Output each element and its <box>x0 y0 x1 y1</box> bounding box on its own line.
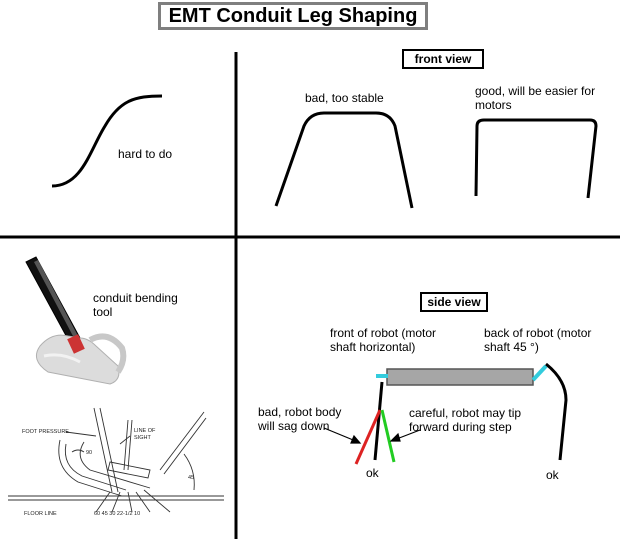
good-label-line2: motors <box>475 98 512 112</box>
side-view-tag: side view <box>420 292 488 312</box>
s-curve-leg <box>52 96 162 186</box>
angle-90-label: 90 <box>86 450 92 456</box>
front-robot-label-line2: shaft horizontal) <box>330 340 415 354</box>
hard-to-do-label: hard to do <box>118 147 172 161</box>
good-leg-shape <box>476 120 596 198</box>
back-leg-ok <box>546 364 566 460</box>
floor-line-label: FLOOR LINE <box>24 511 57 517</box>
angle-45-label: 45 <box>188 475 194 481</box>
back-motor-shaft <box>533 366 546 380</box>
bad-too-stable-label: bad, too stable <box>305 91 384 105</box>
ok-right-label: ok <box>546 468 559 482</box>
bad-sag-label-line2: will sag down <box>258 419 329 433</box>
front-view-tag: front view <box>402 49 484 69</box>
front-robot-label-line1: front of robot (motor <box>330 326 436 340</box>
careful-leg <box>382 410 394 462</box>
back-robot-label-line2: shaft 45 °) <box>484 340 539 354</box>
tool-label-line1: conduit bending <box>93 291 178 305</box>
foot-pressure-label: FOOT PRESSURE <box>22 429 69 435</box>
careful-label-line2: forward during step <box>409 420 512 434</box>
bender-schematic <box>8 408 224 512</box>
angle-scale-label: 60 45 30 22-1/2 10 <box>94 511 140 517</box>
good-label-line1: good, will be easier for <box>475 84 595 98</box>
bad-sag-label-line1: bad, robot body <box>258 405 341 419</box>
bending-tool-image <box>26 257 123 384</box>
tool-label-line2: tool <box>93 305 112 319</box>
robot-body <box>387 369 533 385</box>
line-of-sight-label-2: SIGHT <box>134 435 151 441</box>
bad-arrow <box>324 428 360 443</box>
careful-label-line1: careful, robot may tip <box>409 406 521 420</box>
line-of-sight-label-1: LINE OF <box>134 428 155 434</box>
back-robot-label-line1: back of robot (motor <box>484 326 591 340</box>
ok-left-label: ok <box>366 466 379 480</box>
bad-leg-shape <box>276 113 412 208</box>
